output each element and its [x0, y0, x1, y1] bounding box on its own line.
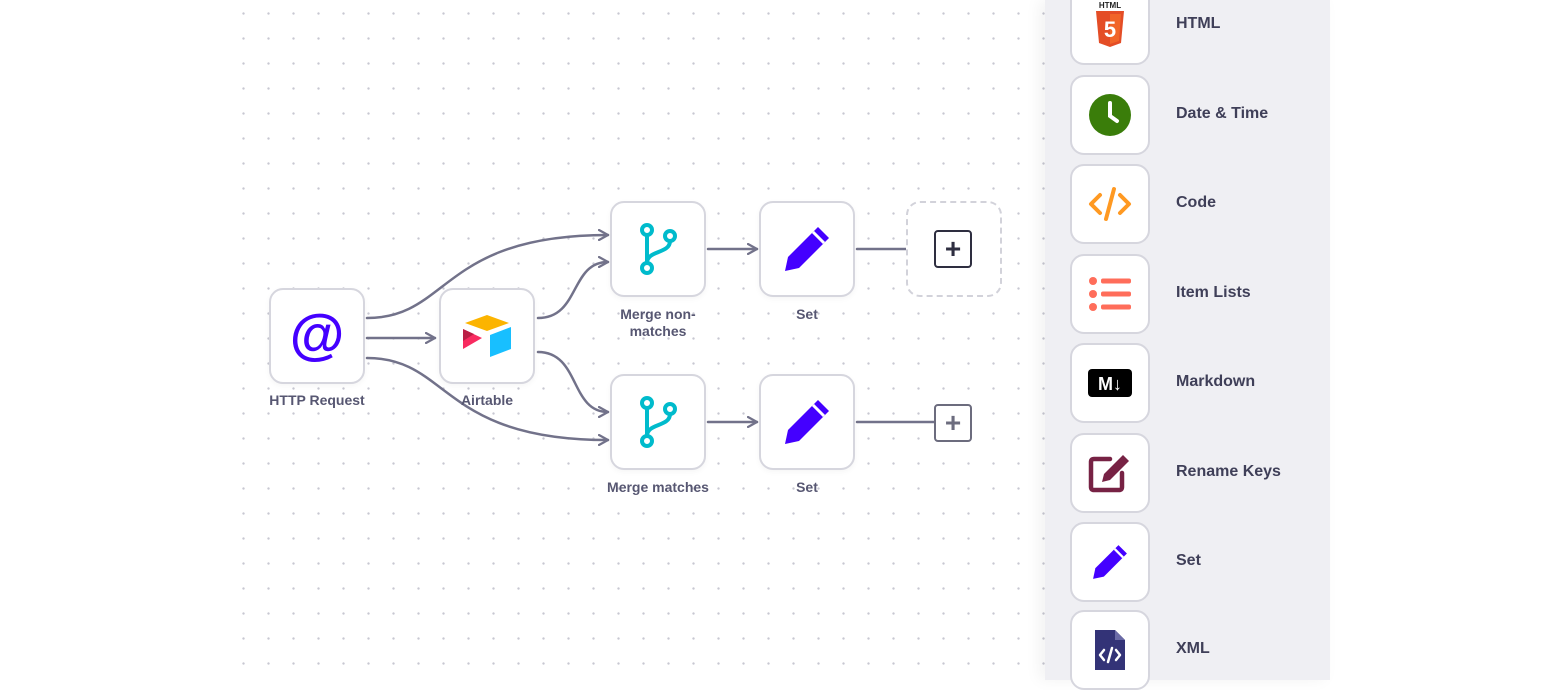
panel-item-code[interactable]: Code — [1070, 164, 1330, 244]
connections — [365, 0, 937, 680]
at-sign-icon: @ — [290, 306, 345, 365]
panel-item-label: Item Lists — [1176, 284, 1251, 301]
node-set-top[interactable] — [759, 201, 855, 297]
node-label-http-request: HTTP Request — [269, 392, 365, 408]
panel-item-label: XML — [1176, 640, 1210, 657]
wire-http-to-merge-nonmatches — [365, 235, 610, 320]
panel-item-label: Rename Keys — [1176, 463, 1281, 480]
panel-item-html[interactable]: HTML 5 HTML — [1070, 0, 1330, 65]
panel-item-label: HTML — [1176, 15, 1221, 32]
html5-icon: HTML 5 — [1096, 1, 1124, 47]
node-label-set-bottom: Set — [796, 479, 818, 495]
plus-icon: + — [944, 407, 962, 438]
code-node-tile — [1070, 164, 1150, 244]
airtable-icon — [463, 315, 511, 357]
node-merge-non-matches[interactable] — [610, 201, 706, 297]
panel-item-item-lists[interactable]: Item Lists — [1070, 254, 1330, 334]
item-lists-node-tile — [1070, 254, 1150, 334]
wire-airtable-to-merge-nonmatches — [536, 262, 610, 320]
panel-item-rename-keys[interactable]: Rename Keys — [1070, 433, 1330, 513]
clock-icon — [1089, 94, 1131, 136]
wire-http-to-merge-matches — [365, 356, 610, 440]
pencil-icon — [785, 227, 829, 271]
node-panel[interactable]: HTML 5 HTML Date & Time — [1045, 0, 1330, 690]
node-label-set-top: Set — [796, 306, 818, 322]
plus-icon: + — [944, 233, 962, 264]
workflow-canvas[interactable]: @ HTTP Request Airtable Merge non- match… — [225, 0, 1050, 680]
set-node-tile — [1070, 522, 1150, 602]
panel-item-xml[interactable]: XML — [1070, 610, 1330, 690]
node-airtable[interactable] — [439, 288, 535, 384]
date-time-node-tile — [1070, 75, 1150, 155]
node-http-request[interactable]: @ — [269, 288, 365, 384]
svg-text:M↓: M↓ — [1098, 374, 1122, 394]
list-icon — [1089, 277, 1131, 311]
node-label-merge-non-matches: Merge non- matches — [620, 306, 696, 339]
panel-item-label: Set — [1176, 552, 1201, 569]
merge-branch-icon — [640, 396, 677, 448]
svg-text:HTML: HTML — [1099, 1, 1121, 10]
panel-item-label: Code — [1176, 194, 1216, 211]
panel-item-date-time[interactable]: Date & Time — [1070, 75, 1330, 155]
svg-text:@: @ — [290, 306, 345, 365]
add-node-button-top[interactable]: + — [934, 230, 972, 268]
node-merge-matches[interactable] — [610, 374, 706, 470]
svg-text:5: 5 — [1104, 17, 1116, 42]
pencil-icon — [785, 400, 829, 444]
panel-item-markdown[interactable]: M↓ Markdown — [1070, 343, 1330, 423]
merge-branch-icon — [640, 223, 677, 275]
rename-keys-icon — [1088, 455, 1129, 493]
wire-airtable-to-merge-matches — [536, 350, 610, 412]
html-node-tile: HTML 5 — [1070, 0, 1150, 65]
panel-item-set[interactable]: Set — [1070, 522, 1330, 602]
markdown-node-tile: M↓ — [1070, 343, 1150, 423]
node-label-airtable: Airtable — [460, 392, 514, 408]
xml-node-tile — [1070, 610, 1150, 690]
node-set-bottom[interactable] — [759, 374, 855, 470]
xml-file-icon — [1095, 630, 1125, 670]
node-label-merge-matches: Merge matches — [607, 479, 709, 495]
pencil-icon — [1093, 545, 1127, 579]
code-icon — [1089, 187, 1131, 221]
rename-keys-node-tile — [1070, 433, 1150, 513]
panel-item-label: Markdown — [1176, 373, 1256, 390]
add-node-button-bottom[interactable]: + — [934, 404, 972, 442]
panel-item-label: Date & Time — [1176, 105, 1269, 122]
markdown-icon: M↓ — [1088, 369, 1132, 397]
